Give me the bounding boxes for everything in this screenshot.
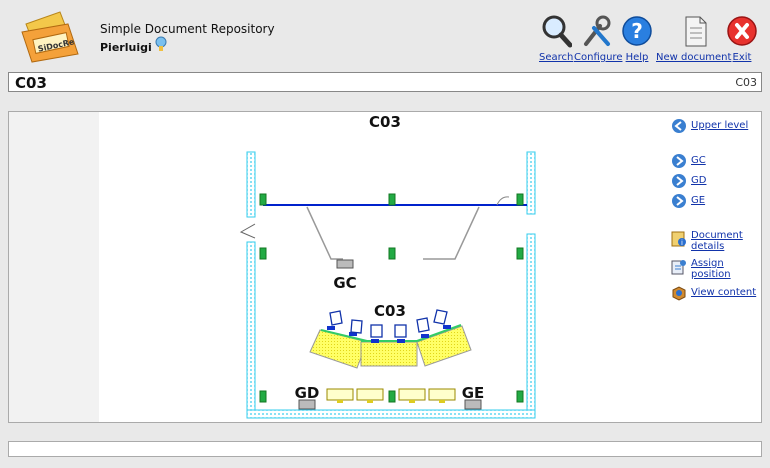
svg-text:?: ? [631, 19, 643, 43]
arrow-right-icon [672, 174, 686, 188]
gd-cabinet[interactable] [298, 399, 316, 410]
footer-bar [8, 441, 762, 457]
sidocre-logo-icon: SiDocRe [21, 11, 79, 63]
user-status-icon[interactable] [154, 36, 168, 52]
child-link-gd[interactable]: GD [691, 175, 707, 186]
help-icon: ? [622, 16, 652, 46]
wall-left-upper [246, 151, 256, 218]
search-link[interactable]: Search [539, 52, 574, 63]
new-document-tool[interactable]: New document [656, 14, 731, 63]
pillar [388, 247, 396, 260]
location-code: C03 [735, 76, 757, 89]
wall-left-lower [246, 241, 256, 418]
floor-plan: C03 GC C03 [239, 113, 536, 419]
map-title: C03 [369, 113, 401, 131]
child-item-gc[interactable]: GC [671, 153, 706, 169]
app-title: Simple Document Repository [100, 22, 275, 36]
tools-icon [584, 15, 611, 46]
wall-bottom [246, 409, 536, 419]
arrow-right-icon [672, 194, 686, 208]
assign-position-icon [671, 260, 686, 275]
search-tool[interactable]: Search [539, 14, 573, 63]
configure-link[interactable]: Configure [574, 52, 623, 63]
exit-link[interactable]: Exit [732, 52, 752, 63]
door-left [239, 223, 256, 239]
svg-text:i: i [681, 239, 683, 247]
pillar [516, 247, 524, 260]
pillar [259, 247, 267, 260]
desk-cluster [309, 309, 472, 369]
gd-label[interactable]: GD [295, 384, 320, 402]
pillar [516, 193, 524, 206]
wall-right-upper [526, 151, 536, 215]
configure-tool[interactable]: Configure [574, 14, 622, 63]
corridor-lines [306, 206, 480, 260]
wall-right-lower [526, 233, 536, 418]
help-link[interactable]: Help [625, 52, 649, 63]
view-content-icon [672, 286, 686, 301]
gc-label[interactable]: GC [333, 274, 356, 292]
child-item-gd[interactable]: GD [671, 173, 706, 189]
help-tool[interactable]: ? Help [621, 14, 653, 63]
door-arc [496, 196, 510, 206]
view-content-item[interactable]: View content [671, 285, 756, 301]
c03-label: C03 [374, 302, 406, 320]
upper-level-item[interactable]: Upper level [671, 118, 748, 134]
ge-cabinet[interactable] [464, 399, 482, 410]
pillar [259, 193, 267, 206]
magnifier-icon [542, 15, 573, 48]
arrow-right-icon [672, 154, 686, 168]
arrow-left-icon [672, 119, 686, 133]
pillar [388, 193, 396, 206]
header: SiDocRe Simple Document Repository Pierl… [0, 0, 770, 70]
view-content-link[interactable]: View content [691, 287, 757, 298]
child-item-ge[interactable]: GE [671, 193, 705, 209]
bottom-desks [326, 388, 456, 403]
floor-plan-panel: C03 GC C03 [8, 111, 762, 423]
upper-level-link[interactable]: Upper level [691, 120, 749, 131]
new-document-icon [685, 16, 707, 47]
left-gutter [9, 112, 99, 422]
child-link-ge[interactable]: GE [691, 195, 706, 206]
new-document-link[interactable]: New document [656, 52, 732, 63]
exit-tool[interactable]: Exit [726, 14, 758, 63]
pillar [388, 390, 396, 403]
document-info-icon: i [671, 231, 686, 247]
pillar [516, 390, 524, 403]
location-title: C03 [15, 74, 47, 92]
exit-icon [727, 16, 757, 46]
pillar [259, 390, 267, 403]
username: Pierluigi [100, 41, 152, 54]
child-link-gc[interactable]: GC [691, 155, 706, 166]
gc-cabinet[interactable] [336, 259, 354, 269]
ge-label[interactable]: GE [462, 384, 485, 402]
location-bar: C03 C03 [8, 72, 762, 92]
